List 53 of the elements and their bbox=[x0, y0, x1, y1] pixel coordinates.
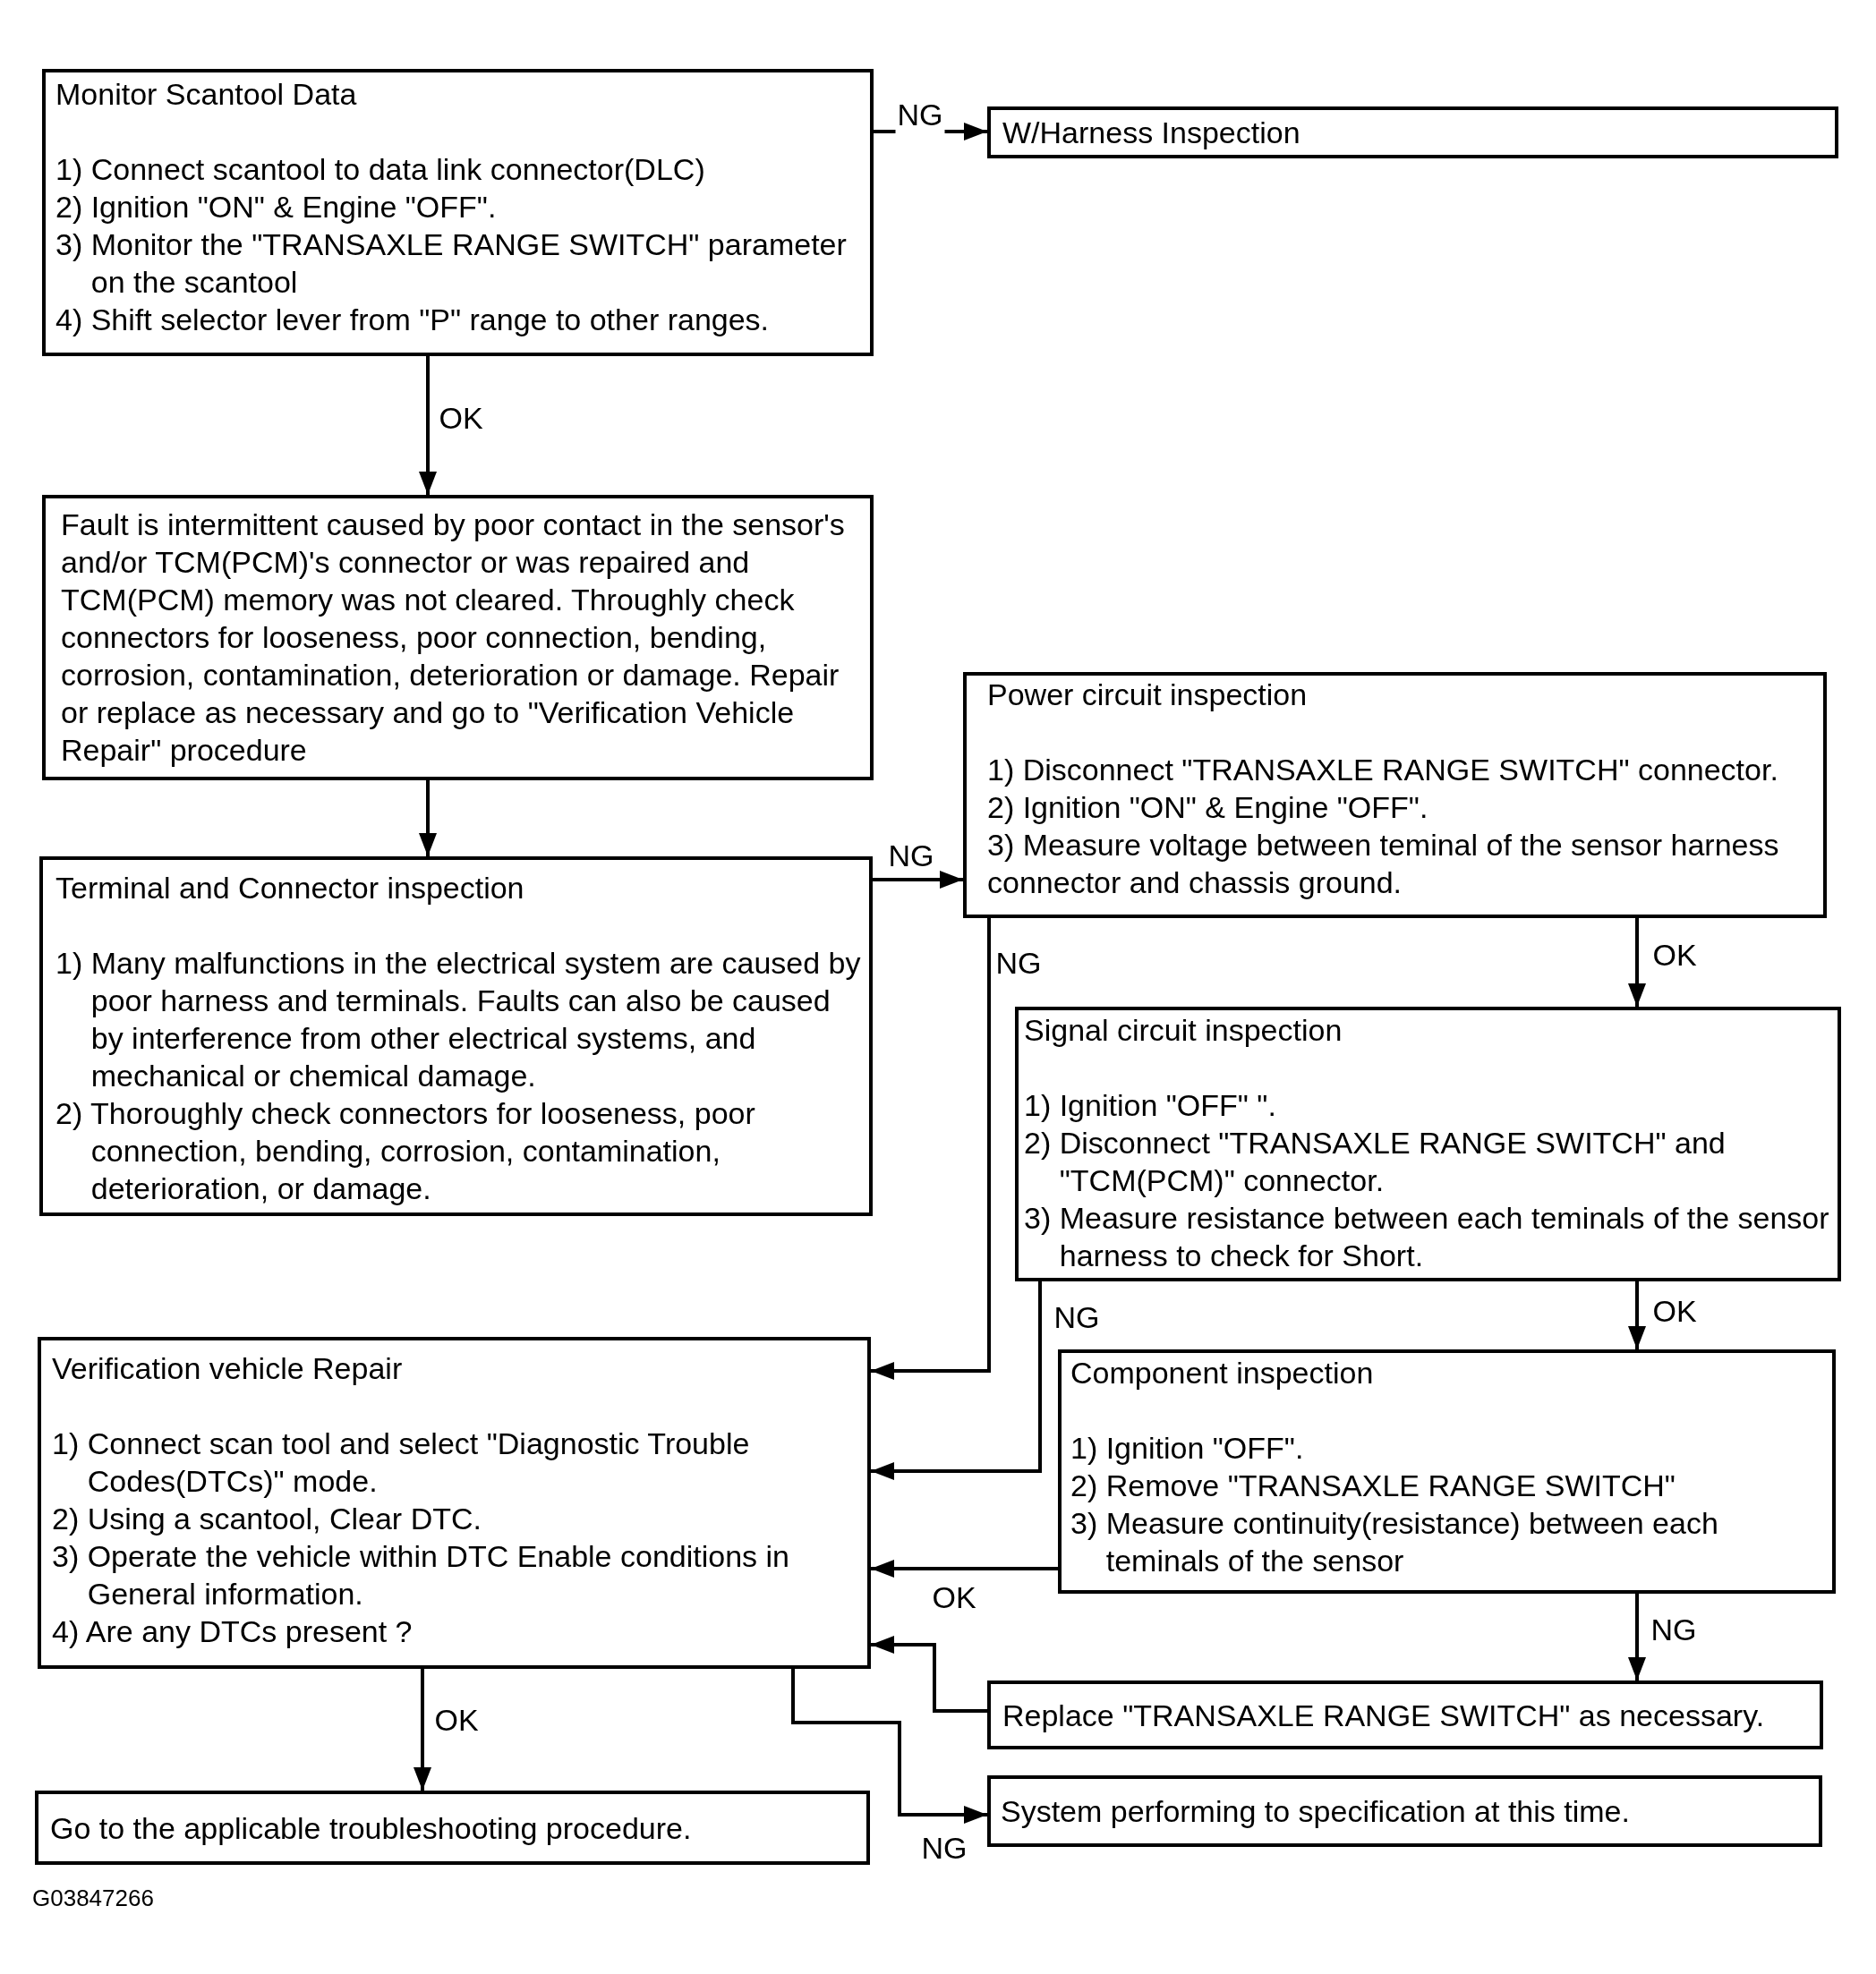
step-heading: Terminal and Connector inspection bbox=[55, 870, 525, 906]
process-box bbox=[987, 1775, 1822, 1847]
step-heading: Signal circuit inspection bbox=[1024, 1012, 1343, 1049]
step-item: 3) Monitor the "TRANSAXLE RANGE SWITCH" parameter on the scantool bbox=[55, 226, 848, 301]
step-item: 1) Connect scantool to data link connector(DLC) bbox=[55, 151, 706, 188]
step-heading: Power circuit inspection bbox=[987, 676, 1309, 713]
step-item: 4) Shift selector lever from "P" range to other ranges. bbox=[55, 302, 771, 338]
process-box bbox=[963, 672, 1827, 918]
step-item: 3) Measure continuity(resistance) between each teminals of the sensor bbox=[1070, 1505, 1719, 1579]
process-box bbox=[1058, 1349, 1836, 1594]
step-item: 1) Ignition "OFF". bbox=[1070, 1430, 1305, 1467]
arrow bbox=[1628, 1594, 1646, 1680]
process-box bbox=[39, 856, 873, 1216]
process-box bbox=[42, 69, 874, 356]
arrow bbox=[873, 871, 963, 889]
step-text: Go to the applicable troubleshooting procedure. bbox=[50, 1809, 692, 1847]
arrow bbox=[871, 1636, 987, 1713]
process-box bbox=[1015, 1007, 1841, 1281]
step-text: Replace "TRANSAXLE RANGE SWITCH" as necessary. bbox=[1002, 1697, 1765, 1734]
arrow bbox=[871, 1560, 1058, 1578]
step-item: 4) Are any DTCs present ? bbox=[52, 1613, 414, 1650]
process-box bbox=[987, 1680, 1823, 1749]
arrow bbox=[1628, 918, 1646, 1007]
step-heading: Monitor Scantool Data bbox=[55, 76, 358, 113]
figure-id: G03847266 bbox=[32, 1885, 154, 1911]
step-item: 2) Thoroughly check connectors for looseness, poor connection, bending, corrosion, contamination, deterioration, or damage. bbox=[55, 1095, 756, 1207]
step-heading: Verification vehicle Repair bbox=[52, 1350, 404, 1387]
arrow bbox=[419, 356, 437, 495]
arrow bbox=[871, 918, 991, 1380]
process-box bbox=[35, 1791, 870, 1865]
step-heading: Component inspection bbox=[1070, 1355, 1375, 1391]
arrow bbox=[419, 780, 437, 856]
process-box bbox=[987, 106, 1838, 158]
arrow bbox=[871, 1281, 1042, 1480]
arrow bbox=[791, 1669, 987, 1824]
step-item: 1) Connect scan tool and select "Diagnostic Trouble Codes(DTCs)" mode. bbox=[52, 1425, 751, 1500]
step-item: 1) Disconnect "TRANSAXLE RANGE SWITCH" connector. bbox=[987, 752, 1779, 788]
step-item: 2) Using a scantool, Clear DTC. bbox=[52, 1501, 482, 1537]
step-item: 3) Measure voltage between teminal of the sensor harness connector and chassis ground. bbox=[987, 827, 1780, 901]
step-item: 3) Measure resistance between each teminals of the sensor harness to check for Short. bbox=[1024, 1200, 1830, 1274]
step-item: 2) Ignition "ON" & Engine "OFF". bbox=[987, 789, 1429, 826]
arrow bbox=[1628, 1281, 1646, 1349]
step-item: 3) Operate the vehicle within DTC Enable conditions in General information. bbox=[52, 1538, 790, 1612]
arrow bbox=[414, 1669, 431, 1791]
step-item: 1) Ignition "OFF" ". bbox=[1024, 1087, 1277, 1124]
step-text: W/Harness Inspection bbox=[1002, 115, 1300, 151]
process-box bbox=[38, 1337, 871, 1669]
step-text: Fault is intermittent caused by poor contact in the sensor's and/or TCM(PCM)'s connector or was repaired and TCM(PCM) memory was not cleared. Throughly check connectors for looseness, poor connection, bending, corrosion, contamination, deterioration or damage. Repair or replace as necessary and go to "Verification Vehicle Repair" procedure bbox=[61, 506, 846, 769]
step-text: System performing to specification at this time. bbox=[1001, 1793, 1630, 1830]
step-item: 2) Remove "TRANSAXLE RANGE SWITCH" bbox=[1070, 1468, 1676, 1504]
step-item: 1) Many malfunctions in the electrical system are caused by poor harness and terminals. Faults can also be caused by interference from other electrical systems, and mechanical or chemical damage. bbox=[55, 945, 862, 1094]
step-item: 2) Ignition "ON" & Engine "OFF". bbox=[55, 189, 498, 225]
step-item: 2) Disconnect "TRANSAXLE RANGE SWITCH" and "TCM(PCM)" connector. bbox=[1024, 1125, 1727, 1199]
